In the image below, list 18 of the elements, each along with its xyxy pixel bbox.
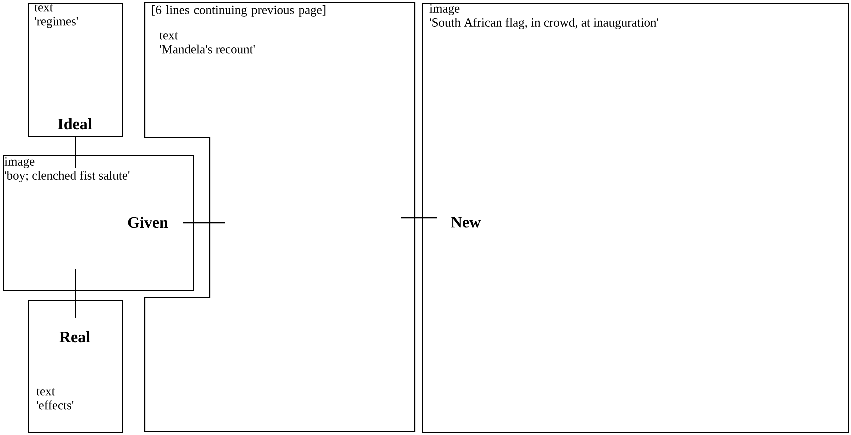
- text-frame: [28, 3, 124, 138]
- frame-caption: text 'Mandela's recount': [160, 32, 255, 54]
- zone-label: Ideal: [58, 118, 92, 130]
- zone-label: New: [451, 217, 482, 228]
- zone-label: Given: [128, 216, 168, 228]
- image-frame: [3, 154, 194, 292]
- image-frame: [422, 3, 850, 434]
- connector-line: [75, 269, 76, 318]
- frame-caption: image 'boy; clenched fist salute': [4, 158, 130, 182]
- frame-caption: text 'effects': [36, 388, 74, 410]
- zone-label: Real: [60, 331, 90, 343]
- connector-line: [401, 217, 437, 219]
- connector-line: [183, 222, 225, 224]
- frame-caption: image 'South African flag, in crowd, at inauguration': [430, 4, 658, 30]
- text-frame: [28, 300, 124, 434]
- frame-caption: text 'regimes': [34, 4, 78, 28]
- frame-note: [6 lines continuing previous page]: [152, 6, 326, 17]
- connector-line: [75, 137, 76, 168]
